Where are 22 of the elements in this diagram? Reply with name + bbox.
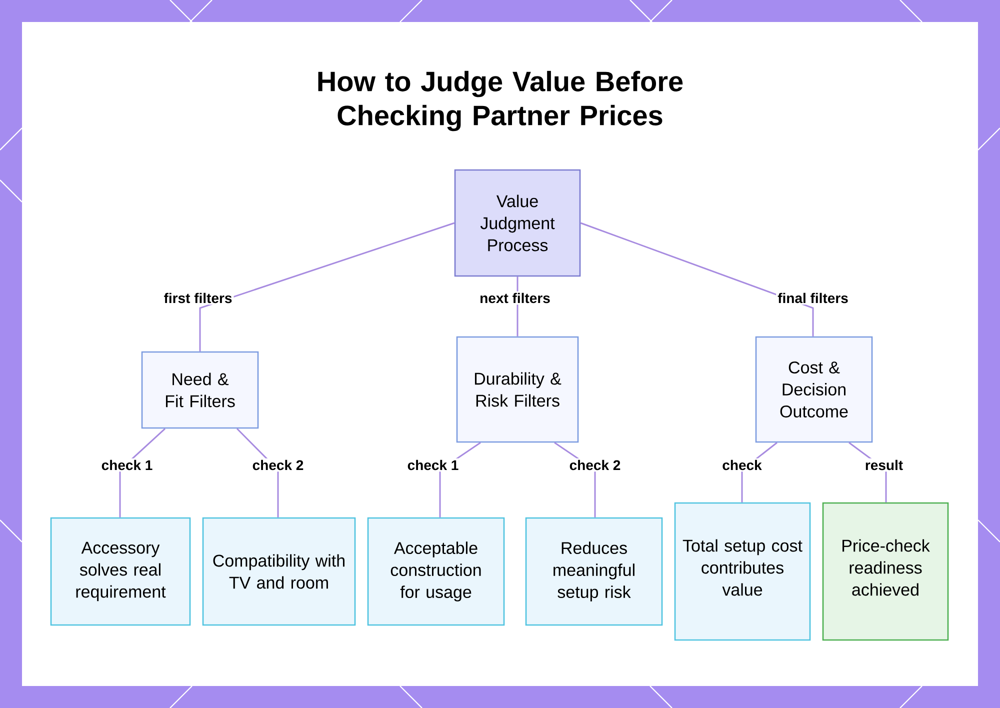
- process-box: Value Judgment Process: [454, 169, 581, 277]
- outcome-box: Price-check readiness achieved: [822, 502, 949, 641]
- edge-label: final filters: [776, 291, 850, 305]
- edge-label: first filters: [162, 291, 234, 305]
- edge-label: check 1: [406, 458, 460, 472]
- criterion-box: Acceptable construction for usage: [367, 517, 505, 626]
- stage-box: Durability & Risk Filters: [456, 336, 579, 443]
- stage-box: Cost & Decision Outcome: [755, 336, 873, 443]
- connector: [580, 222, 814, 336]
- edge-label: next filters: [478, 291, 552, 305]
- stage-box: Need & Fit Filters: [141, 351, 259, 429]
- edge-label: result: [863, 458, 905, 472]
- title: How to Judge Value Before Checking Partner Prices: [318, 70, 683, 132]
- criterion-box: Reduces meaningful setup risk: [525, 517, 663, 626]
- criterion-box: Accessory solves real requirement: [50, 517, 191, 626]
- criterion-box: Total setup cost contributes value: [674, 502, 811, 641]
- edge-label: check: [720, 458, 764, 472]
- criterion-box: Compatibility with TV and room: [202, 517, 356, 626]
- connector: [199, 222, 455, 352]
- edge-label: check 2: [250, 458, 306, 472]
- edge-label: check 1: [100, 458, 154, 472]
- edge-label: check 2: [568, 458, 622, 472]
